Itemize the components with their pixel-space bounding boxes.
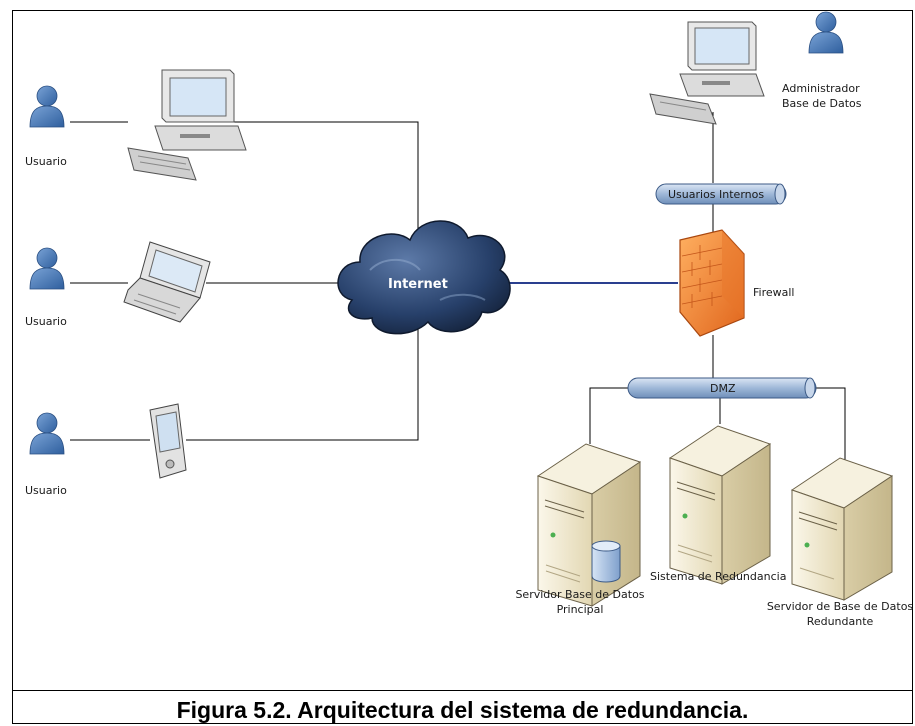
- database-icon: [591, 540, 621, 583]
- user-label: Usuario: [25, 484, 67, 497]
- firewall-icon: [679, 229, 745, 337]
- figure-caption: Figura 5.2. Arquitectura del sistema de …: [176, 697, 749, 723]
- desktop-computer-icon: [649, 21, 765, 125]
- link-pda-cloud: [186, 320, 419, 441]
- server-main-label-line1: Servidor Base de Datos: [515, 588, 644, 601]
- user-icon: [29, 247, 65, 290]
- server-tower-icon: [790, 457, 894, 601]
- admin-label-line1: Administrador: [782, 82, 860, 95]
- pipe-internal-label: Usuarios Internos: [668, 188, 764, 201]
- desktop-computer-icon: [127, 69, 247, 181]
- laptop-icon: [123, 241, 211, 323]
- user-icon: [29, 85, 65, 128]
- server-tower-icon: [668, 425, 772, 585]
- cloud-icon: [337, 220, 511, 335]
- server-redundant-label-line2: Redundante: [807, 615, 874, 628]
- admin-label-line2: Base de Datos: [782, 97, 862, 110]
- caption-separator: [12, 690, 913, 691]
- firewall-label: Firewall: [753, 286, 794, 299]
- pipe-internal-users: [655, 183, 787, 205]
- server-main-label-line2: Principal: [557, 603, 604, 616]
- user-icon: [808, 11, 844, 54]
- pda-icon: [149, 403, 187, 479]
- link-dmz-right: [815, 387, 846, 460]
- internet-label: Internet: [388, 277, 448, 292]
- user-icon: [29, 412, 65, 455]
- connection-lines: [70, 112, 846, 460]
- server-tower-icon: [536, 443, 642, 607]
- diagram-frame: [12, 10, 913, 724]
- user-label: Usuario: [25, 315, 67, 328]
- server-mid-label: Sistema de Redundancia: [650, 570, 786, 583]
- pipe-dmz-label: DMZ: [710, 382, 736, 395]
- server-redundant-label-line1: Servidor de Base de Datos: [767, 600, 914, 613]
- pipe-dmz: [627, 377, 817, 399]
- link-desktop-cloud: [228, 121, 419, 245]
- user-label: Usuario: [25, 155, 67, 168]
- link-dmz-left: [589, 387, 628, 444]
